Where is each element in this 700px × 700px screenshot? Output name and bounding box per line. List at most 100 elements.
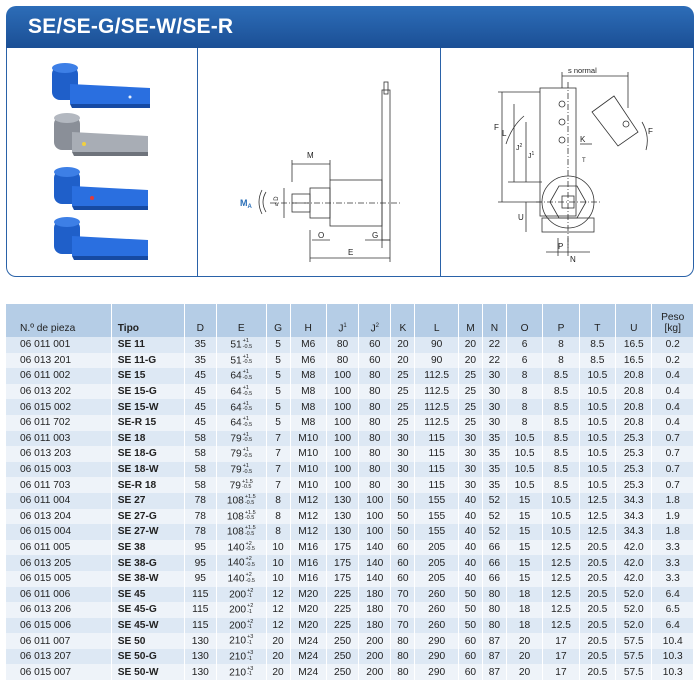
cell-p: 8.5 xyxy=(542,399,580,415)
cell-tipo: SE 45-W xyxy=(111,617,185,634)
cell-j2: 140 xyxy=(358,555,392,571)
cell-o: 15 xyxy=(506,508,544,525)
cell-k: 80 xyxy=(390,633,416,649)
table-header-row: N.º de pieza Tipo D E G H J1 J2 K L M N … xyxy=(6,304,694,337)
cell-e-tol-up: +1 xyxy=(242,462,249,469)
cell-o: 6 xyxy=(506,337,544,353)
cell-e-tolerance: +2-1 xyxy=(247,588,253,600)
cell-e-value: 79 xyxy=(229,479,241,491)
cell-e-tol-up: +1 xyxy=(242,416,249,423)
cell-e-tolerance: +1.5-0.5 xyxy=(242,479,253,491)
cell-e: 108+1.5-0.5 xyxy=(216,508,267,525)
cell-d: 78 xyxy=(184,492,217,509)
cell-part-number: 06 015 003 xyxy=(6,461,112,478)
cell-peso: 0.4 xyxy=(651,368,694,384)
cell-e-tolerance: +3-1 xyxy=(247,635,253,646)
cell-e-value: 210 xyxy=(229,666,247,678)
cell-t: 8.5 xyxy=(579,352,617,369)
cell-d: 115 xyxy=(184,602,217,618)
product-photos xyxy=(52,63,150,260)
cell-e-value: 108 xyxy=(226,510,244,522)
cell-tipo: SE 18-G xyxy=(111,446,185,462)
cell-u: 16.5 xyxy=(615,337,653,353)
cell-t: 10.5 xyxy=(579,477,617,493)
cell-m: 40 xyxy=(458,508,483,525)
cell-t: 20.5 xyxy=(579,602,617,618)
cell-j1: 250 xyxy=(326,633,360,649)
cell-l: 90 xyxy=(414,337,459,353)
cell-g: 5 xyxy=(266,399,291,415)
cell-h: M8 xyxy=(290,399,327,415)
panel-divider xyxy=(197,48,198,277)
cell-n: 30 xyxy=(482,383,507,400)
cell-l: 112.5 xyxy=(414,399,459,415)
cell-m: 40 xyxy=(458,570,483,587)
cell-g: 7 xyxy=(266,446,291,462)
cell-j2: 80 xyxy=(358,368,392,384)
cell-peso: 3.3 xyxy=(651,539,694,556)
cell-tipo: SE 15-G xyxy=(111,383,185,400)
cell-h: M16 xyxy=(290,555,327,571)
cell-tipo: SE-R 15 xyxy=(111,414,185,431)
cell-d: 78 xyxy=(184,524,217,540)
cell-part-number: 06 015 002 xyxy=(6,399,112,415)
cell-e-tolerance: +1-0.5 xyxy=(243,432,252,444)
cell-e-tol-down: -1 xyxy=(247,655,252,662)
cell-u: 25.3 xyxy=(615,461,653,478)
cell-o: 18 xyxy=(506,617,544,634)
cell-part-number: 06 013 203 xyxy=(6,446,112,462)
cell-e-tol-down: -1 xyxy=(247,593,252,600)
cell-h: M8 xyxy=(290,383,327,400)
cell-m: 40 xyxy=(458,555,483,571)
cell-j1: 225 xyxy=(326,586,360,603)
cell-g: 20 xyxy=(266,648,291,665)
dim-label-s-normal: s normal xyxy=(568,66,597,75)
cell-g: 7 xyxy=(266,461,291,478)
cell-u: 52.0 xyxy=(615,586,653,603)
cell-u: 42.0 xyxy=(615,555,653,571)
cell-e-value: 51 xyxy=(230,355,242,367)
cell-e-value: 200 xyxy=(229,604,247,616)
cell-e: 64+1-0.5 xyxy=(216,368,267,384)
cell-o: 8 xyxy=(506,399,544,415)
cell-u: 57.5 xyxy=(615,633,653,649)
col-header-j1: J1 xyxy=(326,304,360,337)
cell-n: 30 xyxy=(482,414,507,431)
cell-peso: 3.3 xyxy=(651,570,694,587)
cell-j1: 100 xyxy=(326,446,360,462)
cell-part-number: 06 013 206 xyxy=(6,602,112,618)
cell-g: 8 xyxy=(266,524,291,540)
cell-u: 42.0 xyxy=(615,539,653,556)
cell-u: 52.0 xyxy=(615,602,653,618)
cell-o: 10.5 xyxy=(506,477,544,493)
cell-o: 6 xyxy=(506,352,544,369)
cell-m: 60 xyxy=(458,633,483,649)
col-header-j2: J2 xyxy=(358,304,392,337)
dim-label-t: T xyxy=(582,158,586,164)
cell-j2: 80 xyxy=(358,446,392,462)
cell-e-tol-up: +3 xyxy=(247,650,254,657)
cell-u: 34.3 xyxy=(615,492,653,509)
cell-u: 34.3 xyxy=(615,508,653,525)
cell-d: 130 xyxy=(184,633,217,649)
cell-j1: 130 xyxy=(326,508,360,525)
cell-j1: 250 xyxy=(326,664,360,681)
cell-tipo: SE 50-G xyxy=(111,648,185,665)
cell-j2: 140 xyxy=(358,570,392,587)
cell-tipo: SE 11 xyxy=(111,337,185,353)
col-header-h: H xyxy=(290,304,327,337)
cell-e-tolerance: +1-0.5 xyxy=(243,448,252,459)
cell-d: 35 xyxy=(184,352,217,369)
cell-l: 115 xyxy=(414,430,459,447)
dim-label-g: G xyxy=(372,231,378,240)
cell-u: 42.0 xyxy=(615,570,653,587)
cell-g: 5 xyxy=(266,383,291,400)
dim-label-m: M xyxy=(307,151,314,160)
cell-e-tolerance: +1-0.5 xyxy=(243,401,252,413)
col-header-p: P xyxy=(542,304,580,337)
cell-m: 50 xyxy=(458,617,483,634)
cell-m: 30 xyxy=(458,446,483,462)
